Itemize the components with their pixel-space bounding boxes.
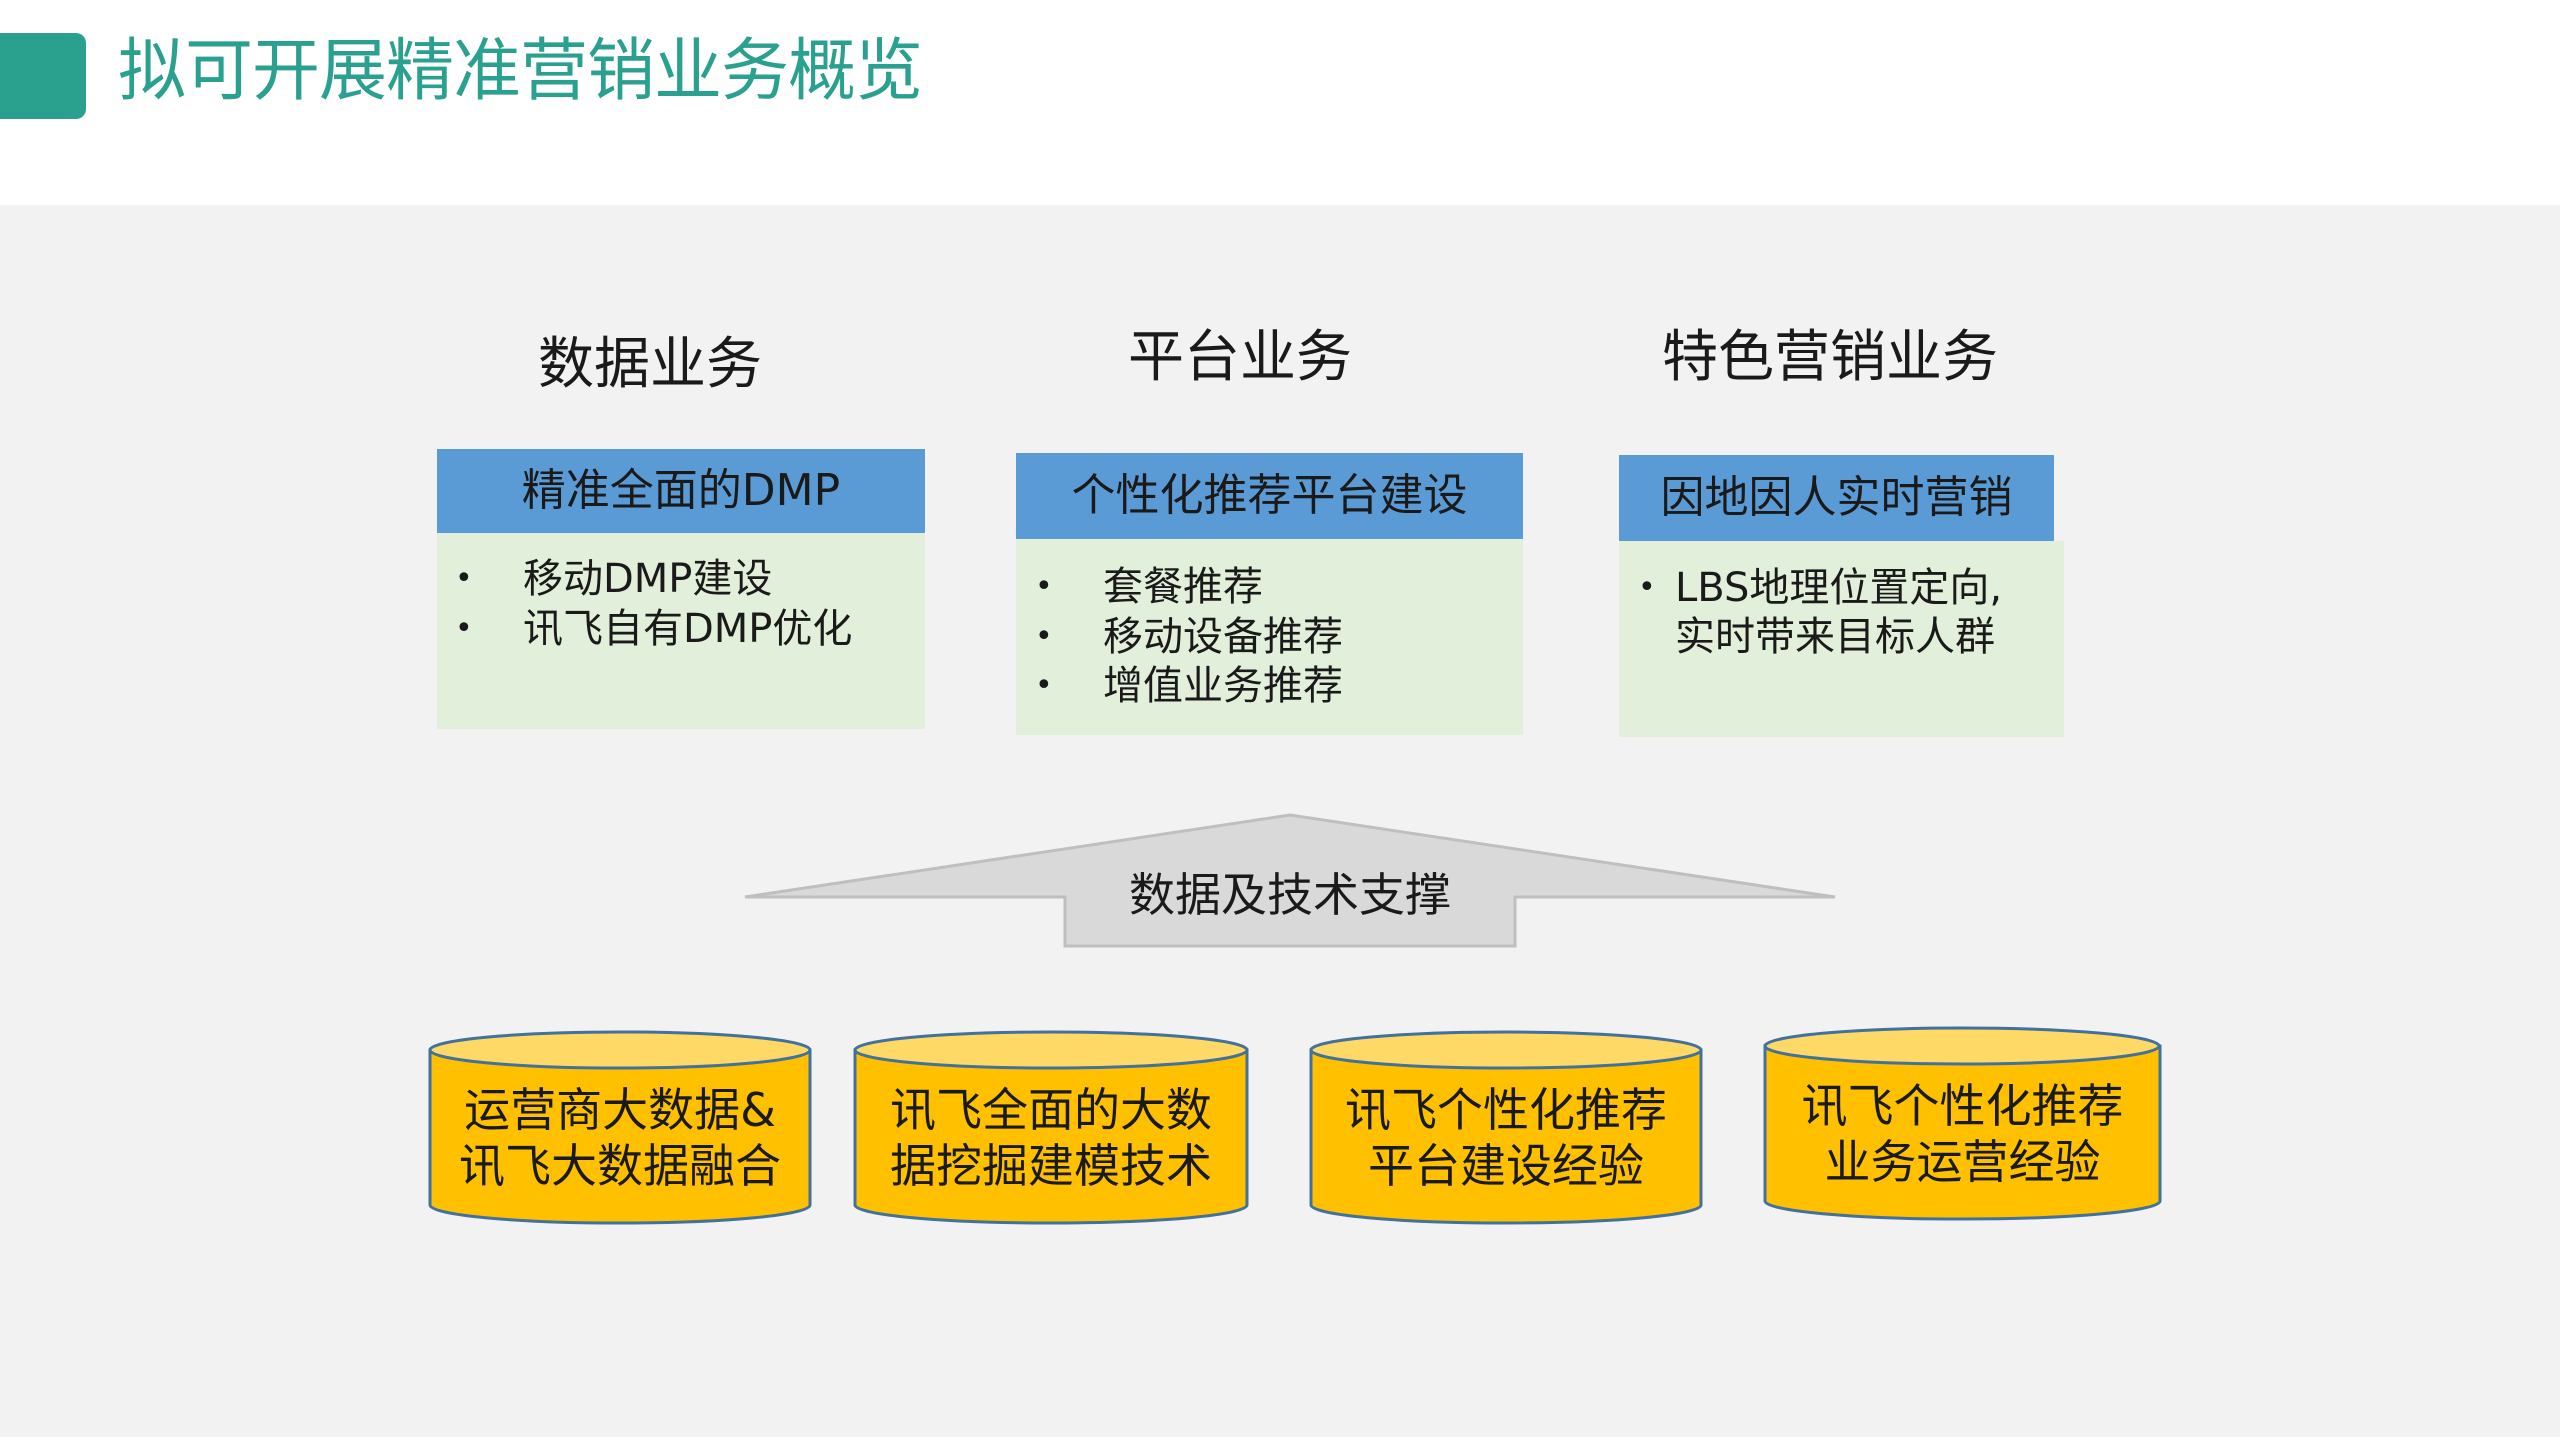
cylinder-3-line2: 平台建设经验 — [1368, 1139, 1644, 1193]
box-body-realtime — [1619, 541, 2064, 737]
cylinder-2-line2: 据挖掘建模技术 — [890, 1139, 1212, 1193]
column-heading-featured: 特色营销业务 — [1662, 325, 1998, 390]
bullet-dot: • — [455, 561, 473, 596]
cylinder-1-line1: 运营商大数据& — [464, 1083, 776, 1137]
cylinder-1-text: 运营商大数据& 讯飞大数据融合 — [430, 1082, 810, 1194]
cylinder-3-line1: 讯飞个性化推荐 — [1345, 1083, 1667, 1137]
bullet-dot: • — [455, 611, 473, 646]
bullet-dot: • — [1638, 570, 1656, 605]
bullet-item: 讯飞自有DMP优化 — [523, 606, 853, 652]
cylinder-2 — [853, 1030, 1249, 1225]
cylinder-4-line2: 业务运营经验 — [1824, 1135, 2101, 1189]
bullet-item: 移动设备推荐 — [1103, 614, 1343, 660]
cylinder-4-line1: 讯飞个性化推荐 — [1801, 1079, 2124, 1133]
title-accent-block — [0, 33, 86, 119]
cylinder-4 — [1763, 1026, 2162, 1221]
bullet-dot: • — [1035, 668, 1053, 703]
cylinder-1 — [428, 1030, 812, 1225]
cylinder-2-text: 讯飞全面的大数 据挖掘建模技术 — [855, 1082, 1247, 1194]
page-title: 拟可开展精准营销业务概览 — [118, 32, 923, 111]
box-body-recommend — [1016, 539, 1523, 735]
bullet-item: 实时带来目标人群 — [1675, 614, 1995, 660]
bullet-item: 增值业务推荐 — [1103, 663, 1343, 709]
box-title-dmp: 精准全面的DMP — [437, 449, 925, 533]
cylinder-1-line2: 讯飞大数据融合 — [459, 1139, 781, 1193]
cylinder-2-line1: 讯飞全面的大数 — [890, 1083, 1212, 1137]
column-heading-data: 数据业务 — [538, 332, 762, 397]
slide-header: 拟可开展精准营销业务概览 — [0, 0, 2560, 205]
cylinder-4-text: 讯飞个性化推荐 业务运营经验 — [1765, 1078, 2160, 1190]
bullet-dot: • — [1035, 619, 1053, 654]
bullet-item: 移动DMP建设 — [523, 556, 773, 602]
cylinder-3-text: 讯飞个性化推荐 平台建设经验 — [1311, 1082, 1701, 1194]
box-body-dmp — [437, 533, 925, 729]
bullet-item: 套餐推荐 — [1103, 564, 1263, 610]
box-title-recommend: 个性化推荐平台建设 — [1016, 453, 1523, 539]
column-heading-platform: 平台业务 — [1128, 325, 1352, 390]
support-arrow-label: 数据及技术支撑 — [1129, 868, 1451, 922]
cylinder-3 — [1309, 1030, 1703, 1225]
bullet-dot: • — [1035, 569, 1053, 604]
bullet-item: LBS地理位置定向, — [1675, 565, 2003, 611]
box-title-realtime: 因地因人实时营销 — [1619, 455, 2054, 541]
bottom-border — [0, 1437, 2560, 1440]
